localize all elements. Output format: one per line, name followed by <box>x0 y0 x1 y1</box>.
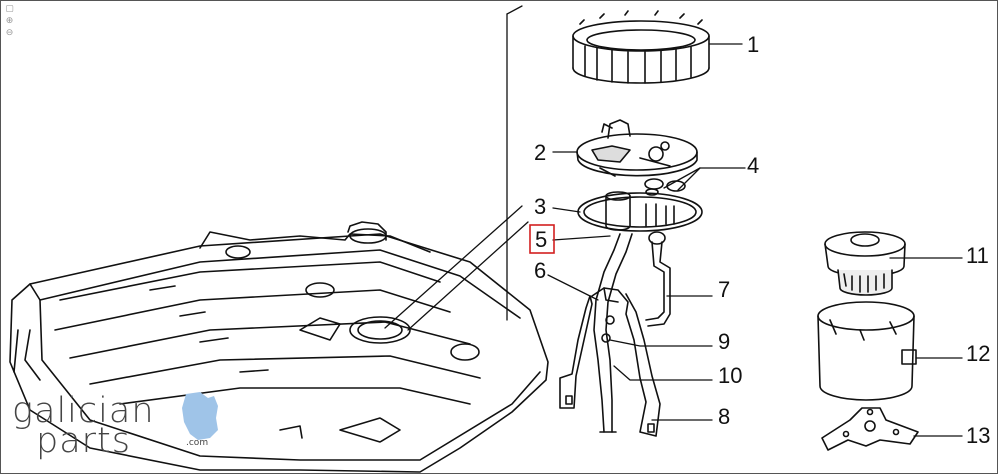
callout-12[interactable]: 12 <box>966 341 990 366</box>
highlight-box-part-5 <box>529 224 555 254</box>
callout-6[interactable]: 6 <box>534 258 546 283</box>
part-13-base <box>821 407 919 451</box>
callout-numbers: 1 2 4 3 5 6 7 9 10 8 11 12 13 <box>534 32 990 448</box>
viewer-toolbar: ▢ ⊕ ⊖ <box>4 4 18 40</box>
callout-9[interactable]: 9 <box>718 329 730 354</box>
callout-4[interactable]: 4 <box>747 153 759 178</box>
part-3-gasket <box>577 191 703 232</box>
part-8-bracket <box>559 287 661 437</box>
fit-page-icon[interactable]: ▢ <box>5 4 14 14</box>
callout-1[interactable]: 1 <box>747 32 759 57</box>
callout-5[interactable]: 5 <box>535 227 547 252</box>
galician-parts-logo: galician parts .com <box>10 392 250 472</box>
zoom-in-icon[interactable]: ⊕ <box>5 16 14 26</box>
logo-domain: .com <box>186 438 209 448</box>
callout-11[interactable]: 11 <box>966 243 989 268</box>
galicia-map-icon <box>182 392 218 440</box>
part-6-fuel-hose <box>593 231 666 433</box>
part-1-ring-nut <box>572 10 710 84</box>
fuel-tank-illustration <box>9 221 549 473</box>
callout-13[interactable]: 13 <box>966 423 990 448</box>
callout-10[interactable]: 10 <box>718 363 742 388</box>
zoom-out-icon[interactable]: ⊖ <box>5 28 14 38</box>
callout-leaders <box>547 43 963 437</box>
logo-word-parts: parts <box>36 421 132 461</box>
part-7-return-line <box>645 241 671 327</box>
logo-word-galician: galician <box>12 391 155 431</box>
part-12-reservoir <box>817 301 917 401</box>
part-2-pump-flange <box>576 119 698 177</box>
callout-7[interactable]: 7 <box>718 277 730 302</box>
callout-2[interactable]: 2 <box>534 140 546 165</box>
callout-8[interactable]: 8 <box>718 404 730 429</box>
callout-3[interactable]: 3 <box>534 194 546 219</box>
part-11-pump-motor <box>824 231 906 296</box>
